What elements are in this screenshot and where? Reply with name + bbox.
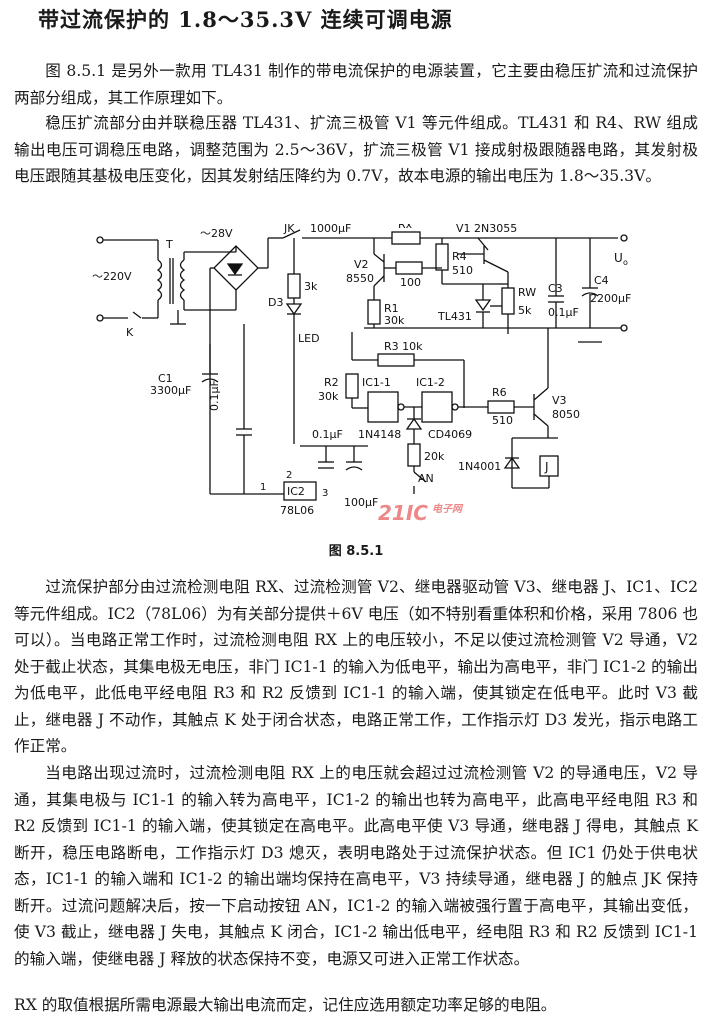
v1-label: V1 2N3055 bbox=[456, 224, 517, 235]
r-3k-resistor bbox=[287, 273, 301, 299]
ic2-label: IC2 bbox=[287, 485, 305, 498]
ic2-pin1: 1 bbox=[260, 482, 266, 493]
rw-value: 5k bbox=[518, 304, 532, 317]
c1-label: C1 bbox=[158, 372, 173, 385]
rw-pot bbox=[501, 287, 515, 315]
r1-value: 30k bbox=[384, 314, 405, 327]
rx-label: Rx bbox=[398, 224, 413, 231]
c-100u-label: 100μF bbox=[344, 496, 378, 509]
figure-caption: 图 8.5.1 bbox=[328, 544, 384, 559]
c3-label: C3 bbox=[548, 282, 563, 295]
watermark-logo: 21IC bbox=[378, 501, 428, 524]
r-100-resistor bbox=[395, 261, 423, 275]
v2-label: V2 bbox=[354, 258, 369, 271]
transformer bbox=[156, 240, 186, 318]
v3-type: 8050 bbox=[552, 408, 580, 421]
r6-resistor bbox=[487, 400, 515, 414]
relay-contact-label: JK bbox=[283, 224, 295, 235]
r1-label: R1 bbox=[384, 302, 399, 315]
ac-input bbox=[96, 236, 158, 322]
c4-value: 2200μF bbox=[590, 292, 631, 305]
ac-label: ～220V bbox=[92, 270, 132, 283]
c-main-label: 1000μF bbox=[310, 224, 351, 235]
r3-label: R3 10k bbox=[384, 340, 423, 353]
ic1-2-gate bbox=[421, 391, 453, 423]
r4-label: R4 bbox=[452, 250, 467, 263]
bridge-rectifier bbox=[184, 245, 268, 494]
r6-value: 510 bbox=[492, 414, 513, 427]
paragraph-intro: 图 8.5.1 是另外一款用 TL431 制作的带电流保护的电源装置，它主要由稳… bbox=[14, 62, 698, 107]
r1-resistor bbox=[367, 299, 381, 325]
rw-label: RW bbox=[518, 286, 536, 299]
paragraph-overcurrent: 当电路出现过流时，过流检测电阻 RX 上的电压就会超过过流检测管 V2 的导通电… bbox=[14, 764, 698, 968]
ic1-2-label: IC1-2 bbox=[416, 376, 445, 389]
ic2-type: 78L06 bbox=[280, 504, 314, 517]
r2-label: R2 bbox=[324, 376, 339, 389]
c3-value: 0.1μF bbox=[548, 306, 579, 319]
r-20k-resistor bbox=[407, 443, 421, 467]
led-d3 bbox=[285, 303, 303, 316]
c-01b-label: 0.1μF bbox=[312, 428, 343, 441]
tl431-label: TL431 bbox=[437, 310, 472, 323]
output-label: U bbox=[614, 251, 623, 265]
ic1-1-label: IC1-1 bbox=[362, 376, 391, 389]
c4-label: C4 bbox=[594, 274, 609, 287]
circuit-diagram: ～220V K T ～28V JK 1000μF Rx bbox=[92, 224, 631, 524]
r6-label: R6 bbox=[492, 386, 507, 399]
ic1-1-gate bbox=[367, 391, 399, 423]
rx-resistor bbox=[391, 231, 421, 245]
page-title: 带过流保护的 1.8～35.3V 连续可调电源 bbox=[38, 7, 453, 32]
ic2-pin3: 3 bbox=[322, 488, 328, 499]
v3-label: V3 bbox=[552, 394, 567, 407]
transformer-label: T bbox=[165, 238, 173, 251]
c1-value: 3300μF bbox=[150, 384, 191, 397]
paragraph-protection: 过流保护部分由过流检测电阻 RX、过流检测管 V2、继电器驱动管 V3、继电器 … bbox=[14, 578, 698, 755]
ic2-regulator bbox=[283, 481, 317, 501]
tl431-symbol bbox=[474, 299, 492, 312]
v2-type: 8550 bbox=[346, 272, 374, 285]
led-label: LED bbox=[298, 332, 320, 345]
switch-k-label: K bbox=[126, 326, 134, 339]
relay-j-label: J bbox=[544, 460, 549, 474]
ic2-pin2: 2 bbox=[286, 470, 292, 481]
d-1n4148-label: 1N4148 bbox=[358, 428, 401, 441]
secondary-label: ～28V bbox=[200, 227, 233, 240]
relay-j bbox=[539, 455, 559, 477]
r4-resistor bbox=[435, 243, 449, 271]
r-20k-label: 20k bbox=[424, 450, 445, 463]
c-01-label: 0.1μF bbox=[208, 380, 221, 411]
r-3k-label: 3k bbox=[304, 280, 318, 293]
paragraph-regulator: 稳压扩流部分由并联稳压器 TL431、扩流三极管 V1 等元件组成。TL431 … bbox=[14, 114, 698, 185]
cd4069-label: CD4069 bbox=[428, 428, 472, 441]
r4-value: 510 bbox=[452, 264, 473, 277]
output-terminal-plus bbox=[620, 234, 628, 242]
watermark-text: 电子网 bbox=[432, 503, 464, 515]
r2-resistor bbox=[345, 373, 359, 399]
paragraph-note: RX 的取值根据所需电源最大输出电流而定，记住应选用额定功率足够的电阻。 bbox=[14, 996, 557, 1014]
r2-value: 30k bbox=[318, 390, 339, 403]
output-terminal-minus bbox=[620, 324, 628, 332]
r3-resistor bbox=[377, 353, 415, 367]
r-100-label: 100 bbox=[400, 276, 421, 289]
d-1n4001-label: 1N4001 bbox=[458, 460, 501, 473]
d3-label: D3 bbox=[268, 296, 283, 309]
an-button-label: AN bbox=[418, 472, 434, 485]
output-subscript: o bbox=[623, 258, 628, 267]
